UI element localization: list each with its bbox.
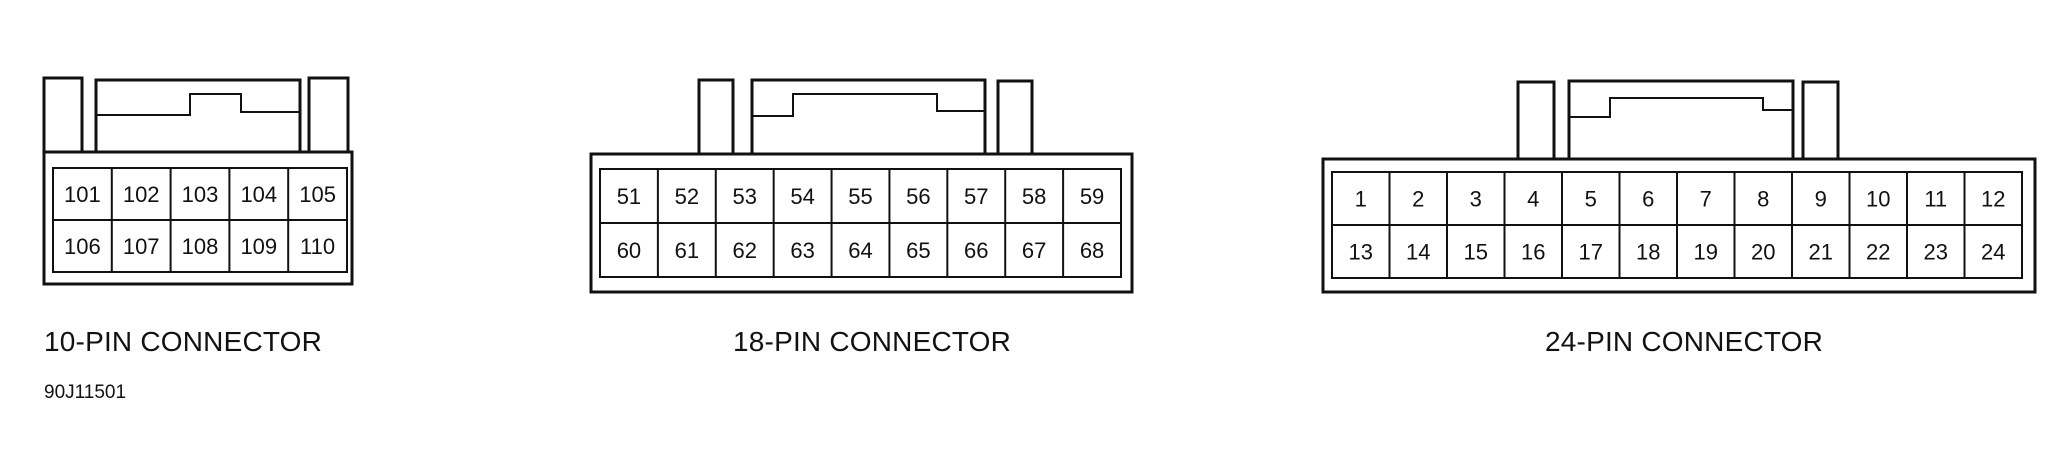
pin-label: 65 [906,238,930,263]
pin-label: 7 [1700,187,1712,212]
right-lock-post [996,79,1034,156]
pin-label: 64 [848,238,872,263]
pin-label: 106 [64,234,101,259]
connector-housing [42,150,354,286]
connector-caption-18-pin: 18-PIN CONNECTOR [733,326,1012,357]
pin-label: 2 [1412,187,1424,212]
pin-label: 66 [964,238,988,263]
pin-label: 5 [1585,187,1597,212]
pin-label: 62 [732,238,756,263]
pin-label: 16 [1521,240,1545,265]
pin-label: 13 [1349,240,1373,265]
pin-label: 11 [1924,187,1947,212]
latch-notch [96,93,301,152]
pin-label: 9 [1815,187,1827,212]
right-lock-post [1801,80,1840,161]
pin-label: 54 [790,184,814,209]
pin-label: 63 [790,238,814,263]
pin-label: 20 [1751,240,1775,265]
pin-label: 18 [1636,240,1660,265]
pin-label: 19 [1694,240,1718,265]
pin-label: 17 [1579,240,1603,265]
pin-label: 51 [617,184,641,209]
pin-label: 4 [1527,187,1539,212]
pin-label: 107 [123,234,160,259]
pin-label: 56 [906,184,930,209]
pin-label: 57 [964,184,988,209]
left-lock-post [697,78,735,156]
pin-label: 101 [64,182,101,207]
pin-label: 102 [123,182,160,207]
connector-caption-24-pin: 24-PIN CONNECTOR [1545,326,1824,357]
pin-label: 8 [1757,187,1769,212]
latch-notch [1569,97,1794,159]
pin-label: 52 [675,184,699,209]
pin-label: 53 [732,184,756,209]
connector-housing [589,152,1134,294]
pin-label: 108 [182,234,219,259]
left-lock-post [42,76,84,154]
connector-housing [1321,157,2037,294]
pin-label: 109 [240,234,277,259]
connector-caption-10-pin: 10-PIN CONNECTOR [44,326,323,357]
pin-label: 14 [1406,240,1430,265]
pin-label: 6 [1642,187,1654,212]
pin-label: 60 [617,238,641,263]
pin-label: 3 [1470,187,1482,212]
pin-label: 22 [1866,240,1890,265]
latch-body [1567,79,1795,159]
pin-label: 55 [848,184,872,209]
pin-label: 68 [1080,238,1104,263]
pin-label: 61 [675,238,699,263]
connector-18-pin: 51 52 53 54 55 56 57 58 59 60 61 62 63 64 65 66 67 68 [589,78,1134,294]
pin-label: 15 [1464,240,1488,265]
connector-10-pin: 101 102 103 104 105 106 107 108 109 110 [42,76,354,286]
figure-code: 90J11501 [44,382,127,403]
pin-label: 103 [182,182,219,207]
pin-label: 104 [240,182,277,207]
pin-label: 58 [1022,184,1046,209]
pin-label: 24 [1981,240,2005,265]
pin-label: 23 [1924,240,1948,265]
pin-label: 21 [1809,240,1833,265]
left-lock-post [1516,80,1556,161]
pin-label: 110 [300,234,335,259]
right-lock-post [307,76,350,154]
pin-label: 105 [299,182,336,207]
pin-label: 12 [1981,187,2005,212]
latch-notch [752,93,986,154]
pin-label: 67 [1022,238,1046,263]
pin-label: 59 [1080,184,1104,209]
pin-label: 1 [1355,187,1367,212]
pin-label: 10 [1866,187,1890,212]
